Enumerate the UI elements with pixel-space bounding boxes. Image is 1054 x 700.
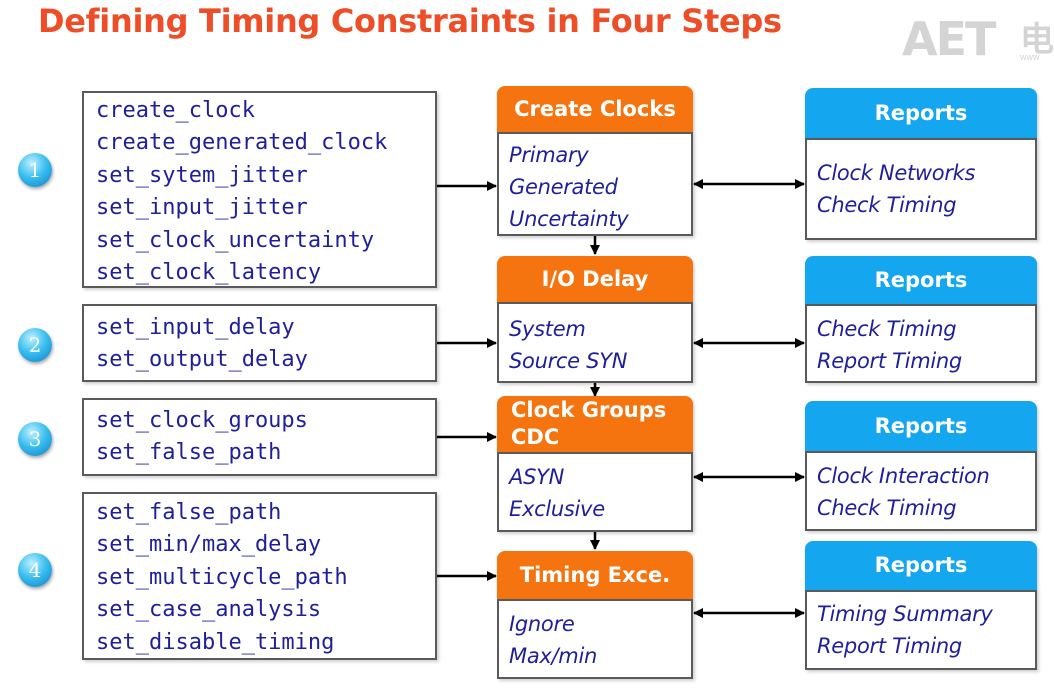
command: set_false_path: [96, 440, 282, 466]
stage-4-header: Timing Exce.: [497, 551, 693, 599]
step-2-commands: set_input_delay set_output_delay: [82, 304, 437, 382]
stage-1-body: Primary Generated Uncertainty: [497, 132, 693, 236]
report-item: Report Timing: [817, 634, 962, 658]
stage-4-body: Ignore Max/min: [497, 599, 693, 679]
stage-1-header: Create Clocks: [497, 86, 693, 132]
stage-item: Max/min: [509, 644, 597, 668]
command: create_generated_clock: [96, 130, 388, 156]
command: set_clock_uncertainty: [96, 227, 375, 253]
stage-item: ASYN: [509, 465, 565, 489]
step-1-commands: create_clock create_generated_clock set_…: [82, 91, 437, 288]
reports-4-body: Timing Summary Report Timing: [805, 590, 1037, 670]
report-item: Check Timing: [817, 496, 957, 520]
report-item: Check Timing: [817, 317, 957, 341]
reports-3-body: Clock Interaction Check Timing: [805, 451, 1037, 531]
command: set_multicycle_path: [96, 564, 348, 590]
stage-item: Uncertainty: [509, 207, 629, 231]
reports-3-header: Reports: [805, 401, 1037, 451]
report-item: Clock Networks: [817, 161, 976, 185]
stage-3-body: ASYN Exclusive: [497, 452, 693, 532]
reports-1-header: Reports: [805, 88, 1037, 138]
stage-2-body: System Source SYN: [497, 302, 693, 383]
stage-2-header: I/O Delay: [497, 256, 693, 302]
page-title: Defining Timing Constraints in Four Step…: [38, 2, 782, 40]
report-item: Report Timing: [817, 349, 962, 373]
command: create_clock: [96, 98, 255, 123]
stage-3-header: Clock Groups CDC: [497, 396, 693, 452]
stage-item: Source SYN: [509, 349, 628, 373]
step-3-badge: 3: [18, 422, 52, 456]
report-item: Check Timing: [817, 193, 957, 217]
stage-item: Generated: [509, 175, 618, 199]
reports-1-body: Clock Networks Check Timing: [805, 138, 1037, 240]
command: set_disable_timing: [96, 629, 335, 655]
command: set_false_path: [96, 500, 282, 525]
command: set_case_analysis: [96, 597, 322, 623]
command: set_output_delay: [96, 347, 308, 373]
reports-2-header: Reports: [805, 256, 1037, 304]
stage-item: Ignore: [509, 612, 575, 636]
step-4-badge: 4: [18, 553, 52, 587]
step-4-commands: set_false_path set_min/max_delay set_mul…: [82, 492, 437, 660]
aet-logo: AET 电 www: [902, 12, 1054, 66]
step-3-commands: set_clock_groups set_false_path: [82, 398, 437, 476]
reports-4-header: Reports: [805, 541, 1037, 590]
command: set_input_delay: [96, 315, 295, 340]
report-item: Clock Interaction: [817, 464, 990, 488]
stage-item: Primary: [509, 143, 589, 167]
command: set_clock_groups: [96, 408, 308, 433]
step-2-badge: 2: [18, 328, 52, 362]
command: set_clock_latency: [96, 260, 322, 286]
reports-2-body: Check Timing Report Timing: [805, 304, 1037, 383]
command: set_input_jitter: [96, 195, 308, 221]
stage-3-header-line: CDC: [511, 425, 560, 449]
stage-item: Exclusive: [509, 497, 605, 521]
command: set_sytem_jitter: [96, 162, 308, 188]
stage-3-header-line: Clock Groups: [511, 398, 667, 422]
command: set_min/max_delay: [96, 532, 322, 558]
stage-item: System: [509, 317, 586, 341]
report-item: Timing Summary: [817, 602, 993, 626]
step-1-badge: 1: [18, 153, 52, 187]
